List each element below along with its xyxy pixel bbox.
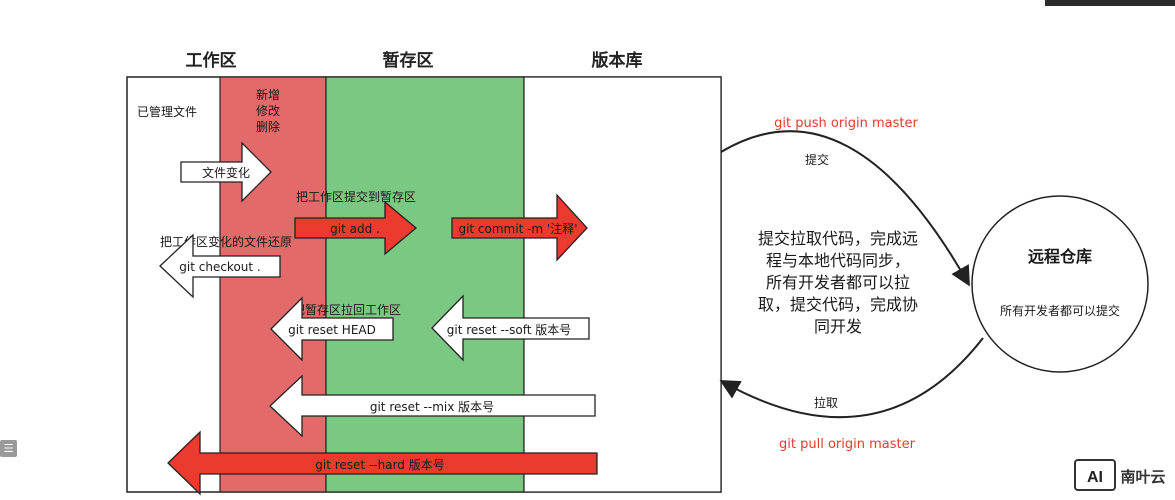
working-area-header: 工作区 xyxy=(186,50,237,71)
remote-repo-circle xyxy=(971,195,1149,373)
sync-description-line-2: 程与本地代码同步， xyxy=(766,251,910,270)
logo-text: AI xyxy=(1087,469,1103,486)
git-add-caption: 把工作区提交到暂存区 xyxy=(296,189,416,204)
change-added-label: 新增 xyxy=(256,87,280,102)
git-add-arrow xyxy=(294,200,418,256)
git-reset-soft-label: git reset --soft 版本号 xyxy=(447,323,571,337)
file-change-arrow xyxy=(180,141,272,203)
managed-files-label: 已管理文件 xyxy=(137,104,197,119)
working-changes-zone xyxy=(219,76,327,493)
git-commit-label: git commit -m '注释' xyxy=(458,221,577,236)
git-reset-head-label: git reset HEAD xyxy=(288,323,376,337)
remote-repo-title: 远程仓库 xyxy=(1028,247,1092,266)
git-reset-mix-arrow xyxy=(269,374,596,438)
staging-zone xyxy=(325,76,525,493)
list-icon[interactable]: ☰ xyxy=(0,440,17,457)
sync-description-line-5: 同开发 xyxy=(814,317,862,336)
watermark-logo: AI 南叶云 xyxy=(1074,459,1166,491)
staging-area-header: 暂存区 xyxy=(383,50,434,71)
logo-brand: 南叶云 xyxy=(1120,468,1165,486)
push-curve xyxy=(720,130,970,287)
remote-repo-subtitle: 所有开发者都可以提交 xyxy=(1000,303,1120,318)
file-change-label: 文件变化 xyxy=(202,165,250,180)
change-deleted-label: 删除 xyxy=(256,119,280,134)
git-checkout-arrow xyxy=(159,233,281,299)
sync-description-line-4: 取，提交代码，完成协 xyxy=(758,295,918,314)
repository-header: 版本库 xyxy=(592,50,643,71)
git-reset-hard-arrow xyxy=(167,430,598,496)
git-reset-hard-label: git reset --hard 版本号 xyxy=(315,458,444,472)
change-modified-label: 修改 xyxy=(256,103,280,118)
git-reset-soft-arrow xyxy=(431,294,590,362)
pull-curve xyxy=(719,337,984,419)
git-pull-command: git pull origin master xyxy=(779,437,916,452)
pull-label: 拉取 xyxy=(814,395,838,410)
window-corner-bar xyxy=(1045,0,1175,6)
push-label: 提交 xyxy=(805,152,829,167)
repository-zone xyxy=(523,76,722,493)
git-commit-arrow xyxy=(451,193,588,262)
git-reset-head-arrow xyxy=(270,296,394,362)
git-reset-mix-label: git reset --mix 版本号 xyxy=(370,400,494,414)
git-push-command: git push origin master xyxy=(774,116,918,131)
git-add-label: git add . xyxy=(330,222,380,236)
sync-description-line-1: 提交拉取代码，完成远 xyxy=(758,229,918,248)
git-reset-head-caption: 把暂存区拉回工作区 xyxy=(293,302,401,317)
git-checkout-label: git checkout . xyxy=(179,260,260,274)
sync-description-line-3: 所有开发者都可以拉 xyxy=(766,273,910,292)
